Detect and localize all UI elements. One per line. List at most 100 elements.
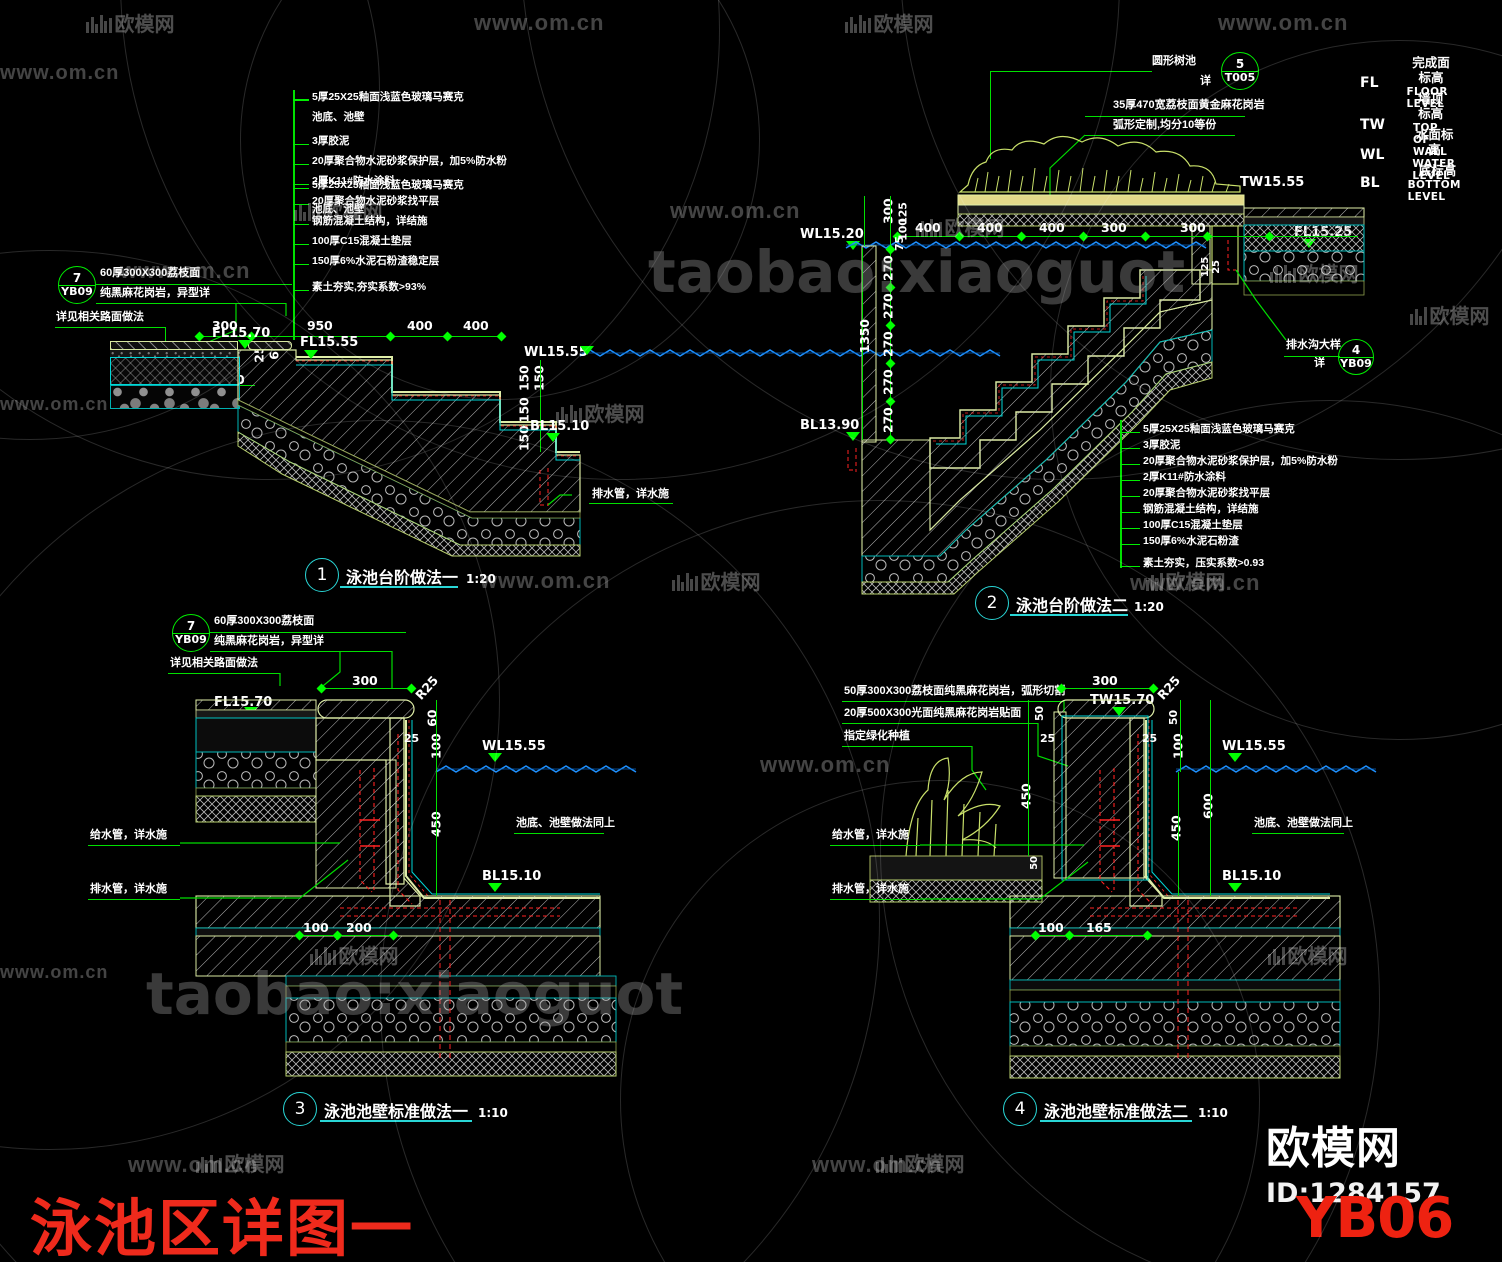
callout-sheet: T005 <box>1224 71 1256 85</box>
callout-sheet: YB09 <box>175 633 207 647</box>
dimension-line <box>896 236 1358 237</box>
sheet-title: 泳池区详图一 <box>30 1195 415 1262</box>
dimension-value: 25 <box>1040 732 1055 745</box>
leader-line <box>842 723 1038 724</box>
note-text: 2厚K11#防水涂料 <box>312 175 395 187</box>
note-text: 20厚聚合物水泥砂浆找平层 <box>312 195 440 207</box>
dimension-value: 165 <box>1086 920 1112 935</box>
note-text: 100厚C15混凝土垫层 <box>1143 519 1243 531</box>
level-label: FL15.70 <box>212 326 271 341</box>
leader-line <box>1252 833 1344 834</box>
dimension-line <box>1210 700 1211 896</box>
legend-code: TW <box>1360 116 1385 133</box>
drain-pipe-note: 排水管，详水施 <box>90 883 167 895</box>
note-text: 150厚6%水泥石粉渣 <box>1143 535 1239 547</box>
leader-line <box>990 71 991 159</box>
note-row: 5厚25X25釉面浅蓝色玻璃马赛克 <box>293 85 464 100</box>
paving-slab <box>110 341 238 350</box>
granite-coping-note: 50厚300X300荔枝面纯黑麻花岗岩，弧形切割 <box>844 685 1066 697</box>
same-as-above-note: 池底、池壁做法同上 <box>516 817 615 829</box>
leader-line <box>96 284 292 285</box>
note-row: 100厚C15混凝土垫层 <box>1120 514 1243 531</box>
note-text: 素土夯实,夯实系数>93% <box>312 281 427 293</box>
note-row: 3厚胶泥 <box>293 130 350 147</box>
callout-sheet: YB09 <box>61 285 93 299</box>
leader-line <box>1085 116 1245 117</box>
detail-callout-bubble[interactable]: 7 YB09 <box>58 266 96 304</box>
dimension-value: 450 <box>1018 783 1034 810</box>
gravel-layer <box>110 385 240 409</box>
level-label: BL15.10 <box>1222 869 1282 884</box>
detail-number-bubble[interactable]: 2 <box>975 586 1009 620</box>
dimension-line <box>1028 700 1029 856</box>
legend-row: FL 完成面标高 FLOOR LEVEL <box>1360 56 1455 110</box>
note-row: 20厚聚合物水泥砂浆保护层，加5%防水粉 <box>293 150 507 167</box>
note-text: 5厚25X25釉面浅蓝色玻璃马赛克 <box>1143 423 1295 435</box>
note-row: 池底、池壁 <box>293 198 365 215</box>
legend-code: FL <box>1360 74 1379 91</box>
dimension-line <box>1178 772 1179 896</box>
level-label: WL15.55 <box>524 345 588 360</box>
note-text: 5厚25X25釉面浅蓝色玻璃马赛克 <box>312 91 464 103</box>
planting-note: 指定绿化种植 <box>844 730 910 742</box>
note-text: 素土夯实，压实系数>0.93 <box>1143 557 1265 569</box>
note-text: 100厚C15混凝土垫层 <box>312 235 412 247</box>
note-row: 素土夯实,夯实系数>93% <box>293 276 427 293</box>
drain-callout-bubble[interactable]: 4 YB09 <box>1338 339 1374 375</box>
dimension-line <box>1034 935 1146 936</box>
note-text: 2厚K11#防水涂料 <box>1143 471 1226 483</box>
note-row: 5厚25X25釉面浅蓝色玻璃马赛克 <box>1120 418 1295 435</box>
detail-number-bubble[interactable]: 1 <box>305 558 339 592</box>
note-text: 3厚胶泥 <box>312 135 350 147</box>
dimension-line <box>198 336 500 337</box>
dimension-line <box>298 935 392 936</box>
level-label: BL15.10 <box>482 869 542 884</box>
supply-pipe-note: 给水管，详水施 <box>90 829 167 841</box>
detail-number-bubble[interactable]: 4 <box>1003 1092 1037 1126</box>
note-text: 5厚25X25釉面浅蓝色玻璃马赛克 <box>312 179 464 191</box>
level-label: WL15.20 <box>800 227 864 242</box>
dimension-value: 300 <box>1101 220 1127 235</box>
dimension-line <box>436 700 437 772</box>
drain-detail-note: 排水沟大样 <box>1286 339 1341 351</box>
dimension-line <box>862 248 863 440</box>
pavement-note: 详见相关路面做法 <box>170 657 258 669</box>
note-row: 5厚25X25釉面浅蓝色玻璃马赛克 <box>293 86 464 103</box>
note-row: 150厚6%水泥石粉渣稳定层 <box>293 250 439 267</box>
leader-line <box>990 71 1152 72</box>
note-row: 池底、池壁 <box>293 106 365 123</box>
dimension-value: 400 <box>1039 220 1065 235</box>
legend-label-en: WATER LEVEL <box>1412 157 1456 182</box>
note-row: 素土夯实，压实系数>0.93 <box>1120 552 1265 569</box>
granite-facing-note: 20厚500X300光面纯黑麻花岗岩贴面 <box>844 707 1022 719</box>
note-row: 3厚胶泥 <box>1120 434 1180 451</box>
tree-pit-callout-bubble[interactable]: 5 T005 <box>1221 52 1259 90</box>
callout-note-line2: 纯黑麻花岗岩，异型详 <box>100 287 210 299</box>
leader-line <box>842 701 1064 702</box>
note-row: 2厚K11#防水涂料 <box>1120 466 1226 483</box>
callout-note-line1: 60厚300X300荔枝面 <box>100 267 201 279</box>
level-label: BL13.90 <box>800 418 860 433</box>
note-text: 钢筋混凝土结构，详结施 <box>312 215 428 227</box>
granite-note-2: 弧形定制,均分10等份 <box>1113 119 1217 131</box>
leader-line <box>589 503 673 504</box>
note-row: 5厚25X25釉面浅蓝色玻璃马赛克 <box>293 174 464 191</box>
detail-callout-bubble[interactable]: 7 YB09 <box>172 614 210 652</box>
dimension-line <box>864 196 865 246</box>
note-row: 2厚K11#防水涂料 <box>293 170 395 187</box>
detail-1-buildup-notes: 5厚25X25釉面浅蓝色玻璃马赛克 池底、池壁 5厚25X25釉面浅蓝色玻璃马赛… <box>293 85 553 340</box>
dimension-line <box>1180 700 1181 772</box>
detail-number-bubble[interactable]: 3 <box>283 1092 317 1126</box>
level-label: WL15.55 <box>1222 739 1286 754</box>
note-row: 150厚6%水泥石粉渣 <box>1120 530 1239 547</box>
level-label: TW15.55 <box>1240 175 1305 190</box>
legend-label-en: BOTTOM LEVEL <box>1407 178 1461 203</box>
note-row: 钢筋混凝土结构，详结施 <box>293 210 428 227</box>
detail-title: 泳池池壁标准做法二 <box>1044 1104 1189 1121</box>
